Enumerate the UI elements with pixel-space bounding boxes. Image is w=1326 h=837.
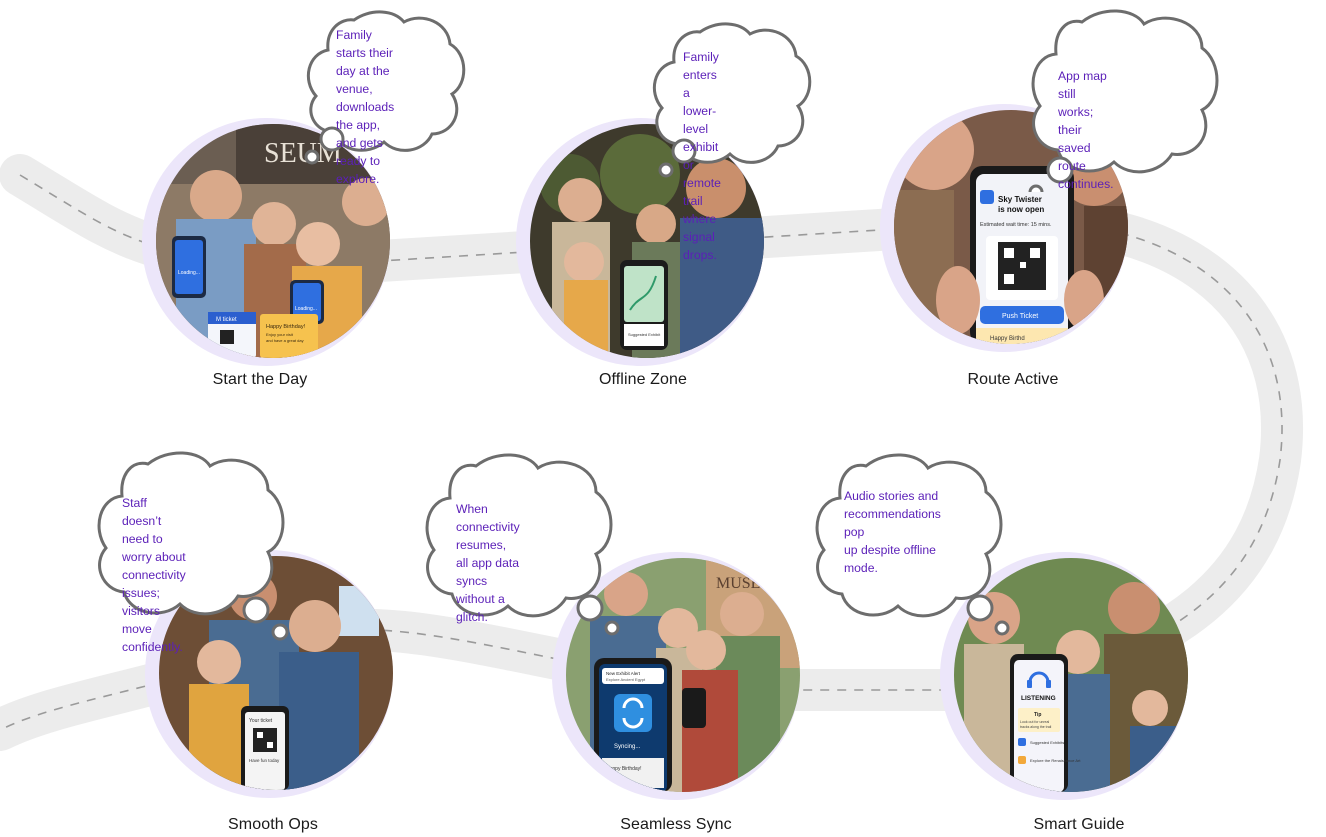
- sync-banner-sub: Explore Ancient Egypt: [606, 677, 646, 682]
- guide-tip-line-2: tracks along the trail: [1020, 725, 1052, 729]
- stage-label: Route Active: [967, 371, 1059, 388]
- thought-line: saved route continues.: [1058, 141, 1114, 191]
- thought-line: App map still works; their: [1058, 69, 1107, 137]
- thought-line: worry about: [122, 550, 186, 564]
- stage-photo-frame: MUSEUM New Exhibit Alert Explore Ancient…: [552, 552, 800, 800]
- thought-line: trail where signal: [683, 194, 717, 244]
- card-sub-1: Enjoy your visit: [266, 332, 294, 337]
- thought-line: Audio stories and: [844, 489, 939, 503]
- route-wait: Estimated wait time: 15 mins.: [980, 222, 1052, 228]
- guide-item-1: Suggested Exhibits: [1030, 740, 1064, 745]
- thought-line: day at the venue,: [336, 64, 390, 96]
- thought-bubble: [652, 22, 812, 178]
- staff-and-family-photo: Your ticket Have fun today: [159, 556, 393, 790]
- card-sub-2: and have a great day: [266, 338, 304, 343]
- route-title-line2: is now open: [998, 205, 1044, 214]
- stage-photo-frame: SEUM Loading... Loading... M ticket: [142, 118, 390, 366]
- thought-line: Staff doesn’t need to: [122, 496, 163, 546]
- route-card-text: Happy Birthd: [990, 336, 1025, 342]
- thought-line: Family starts their: [336, 28, 393, 60]
- guide-item-2: Explore the Renaissance Art: [1030, 758, 1081, 763]
- thought-line: level exhibit or remote: [683, 122, 721, 190]
- thought-text: Staff doesn’t need to worry about connec…: [122, 494, 186, 656]
- sync-card-text: Happy Birthday!: [606, 766, 642, 772]
- guide-tip-title: Tip: [1034, 712, 1041, 718]
- thought-line: drops.: [683, 248, 717, 262]
- stage-photo-frame: Suggested Exhibit: [516, 118, 764, 366]
- thought-text: Family enters a lower- level exhibit or …: [683, 48, 721, 264]
- stage-label: Smart Guide: [1033, 816, 1125, 833]
- card-title-text: Happy Birthday!: [266, 324, 306, 330]
- guide-tip-line-1: Look out for unreal: [1020, 720, 1049, 724]
- ticket-text: M ticket: [216, 317, 237, 323]
- thought-text: Family starts their day at the venue, do…: [336, 26, 394, 188]
- push-ticket-text: Push Ticket: [1002, 313, 1038, 320]
- thought-line: up despite offline mode.: [844, 543, 936, 575]
- thought-text: App map still works; their saved route c…: [1058, 67, 1114, 193]
- stage-label: Seamless Sync: [620, 816, 732, 833]
- phone-right-text: Loading...: [295, 306, 317, 312]
- thought-line: downloads the app,: [336, 100, 395, 132]
- thought-line: explore.: [336, 172, 380, 186]
- family-in-exhibit-photo: Suggested Exhibit: [530, 124, 764, 358]
- stage-label: Start the Day: [212, 371, 308, 388]
- thought-line: confidently.: [122, 640, 183, 654]
- guide-status: LISTENING: [1021, 695, 1056, 702]
- ops-phone-header: Your ticket: [249, 718, 273, 724]
- sync-status: Syncing...: [614, 744, 641, 750]
- ops-phone-footer: Have fun today: [249, 758, 280, 763]
- thought-line: When connectivity: [456, 502, 520, 534]
- thought-line: Family enters a lower-: [683, 50, 719, 118]
- thought-line: visitors move: [122, 604, 160, 636]
- thought-bubble: [304, 10, 466, 165]
- thought-line: resumes, all app data: [456, 538, 520, 570]
- stage-photo-frame: LISTENING Tip Look out for unreal tracks…: [940, 552, 1188, 800]
- thought-line: syncs without a glitch.: [456, 574, 505, 624]
- thought-bubble: [97, 451, 289, 641]
- route-title: Sky Twister: [998, 195, 1042, 204]
- thought-line: and gets ready to: [336, 136, 383, 168]
- thought-line: recommendations pop: [844, 507, 941, 539]
- thought-bubble: [815, 453, 1010, 636]
- thought-text: When connectivity resumes, all app data …: [456, 500, 520, 626]
- stage-label: Offline Zone: [598, 371, 688, 388]
- phone-left-text: Loading...: [178, 270, 200, 276]
- thought-bubble: [1028, 9, 1219, 192]
- thought-line: connectivity issues;: [122, 568, 186, 600]
- stage-label: Smooth Ops: [228, 816, 318, 833]
- thought-bubble: [425, 453, 620, 636]
- sync-banner: New Exhibit Alert: [606, 671, 641, 676]
- thought-text: Audio stories and recommendations pop up…: [844, 487, 941, 577]
- phone-caption-text: Suggested Exhibit: [628, 332, 661, 337]
